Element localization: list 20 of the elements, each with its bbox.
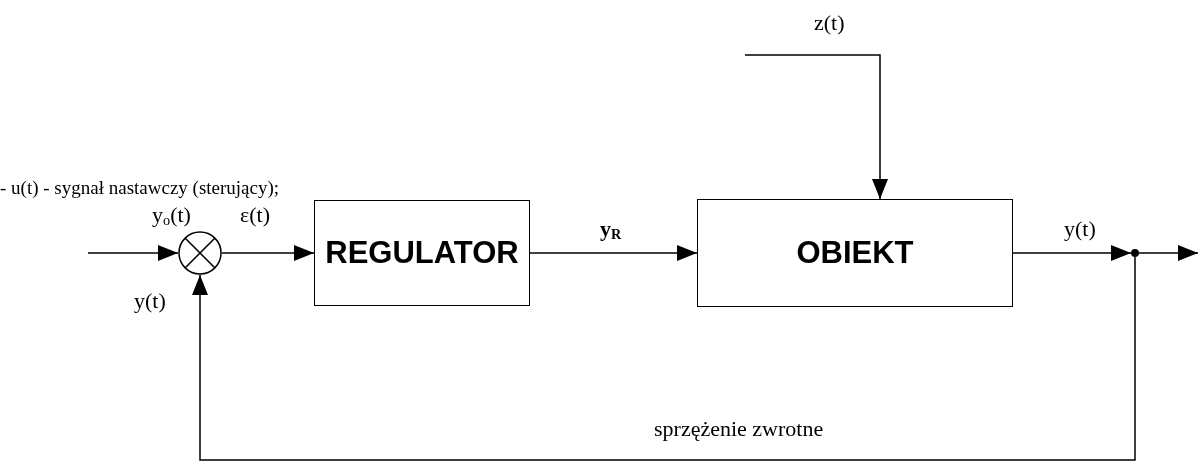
arrow: [1012, 245, 1132, 261]
edge-label: y$_{R}$: [599, 218, 623, 242]
edge-label: z(t): [813, 12, 846, 34]
block-title: OBIEKT: [796, 235, 914, 271]
block-title: REGULATOR: [325, 235, 519, 271]
process-block: [314, 200, 530, 306]
summing-junction: [178, 231, 222, 275]
edge-label: ε(t): [239, 204, 271, 226]
arrow: [744, 54, 888, 200]
branch-point: [1131, 249, 1139, 257]
edge-label: y$_{o}$(t): [151, 204, 192, 228]
arrow: [87, 245, 179, 261]
edge-label: y(t): [1063, 218, 1097, 240]
signal-label: - u(t) - sygnał nastawczy (sterujący);: [0, 178, 280, 197]
arrow: [192, 256, 1136, 461]
arrow: [1138, 245, 1199, 261]
signal-label: y(t): [134, 290, 166, 312]
arrow: [529, 245, 698, 261]
arrow: [221, 245, 315, 261]
process-block: [697, 199, 1013, 307]
